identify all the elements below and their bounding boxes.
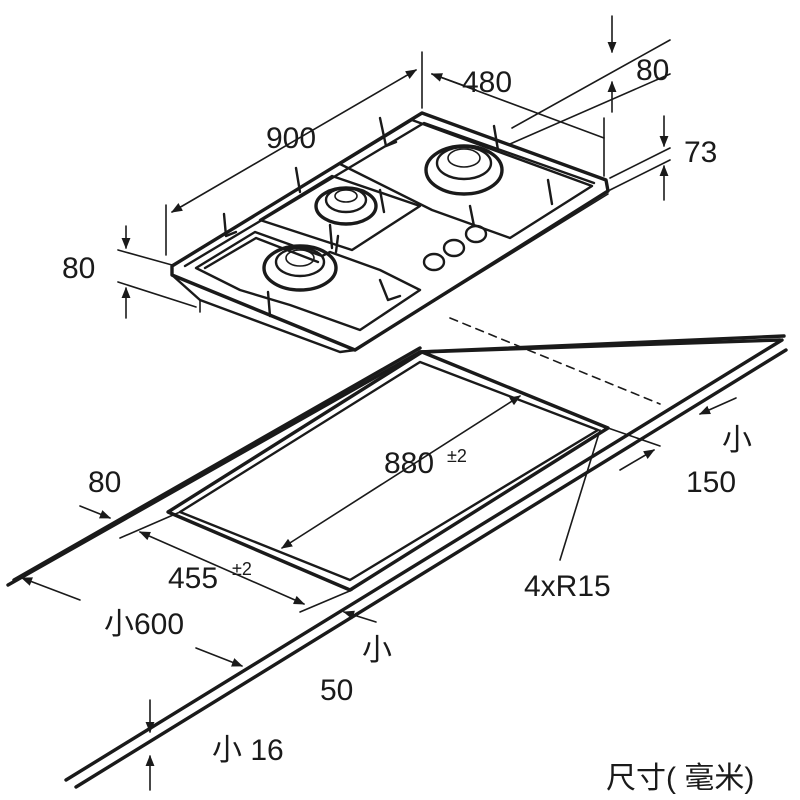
burner-middle xyxy=(314,186,378,226)
pan-support-left xyxy=(194,212,422,332)
control-knobs xyxy=(422,224,488,272)
label-radius: 4xR15 xyxy=(524,570,611,603)
label-455: 455 xyxy=(168,562,218,595)
label-900: 900 xyxy=(266,122,316,155)
label-min-50-prefix: 小 xyxy=(362,634,392,667)
label-880: 880 xyxy=(384,447,434,480)
label-min-150-prefix: 小 xyxy=(722,424,752,457)
label-880-tolerance: ±2 xyxy=(447,446,467,466)
label-min-50-value: 50 xyxy=(320,674,353,707)
burner-right-large xyxy=(424,144,504,196)
label-73: 73 xyxy=(684,136,717,169)
label-min-16: 小 16 xyxy=(212,734,284,767)
label-min-150-value: 150 xyxy=(686,466,736,499)
countertop xyxy=(6,334,788,789)
label-480: 480 xyxy=(462,66,512,99)
pan-support-middle xyxy=(258,166,422,254)
knob-1 xyxy=(422,252,446,272)
cutout-dimensions xyxy=(20,395,737,791)
label-80-countertop: 80 xyxy=(88,466,121,499)
hob-dimensions xyxy=(117,15,671,319)
dimension-labels: 480 80 900 73 80 880 ±2 455 ±2 80 小600 小… xyxy=(62,54,754,795)
label-min-600: 小600 xyxy=(104,608,184,641)
knob-3 xyxy=(464,224,488,244)
knob-2 xyxy=(442,238,466,258)
label-80-top: 80 xyxy=(636,54,669,87)
label-455-tolerance: ±2 xyxy=(232,559,252,579)
label-units: 尺寸( 毫米) xyxy=(606,762,754,795)
burner-front-left xyxy=(262,244,338,292)
label-80-left: 80 xyxy=(62,252,95,285)
gas-hob-illustration xyxy=(170,111,610,354)
